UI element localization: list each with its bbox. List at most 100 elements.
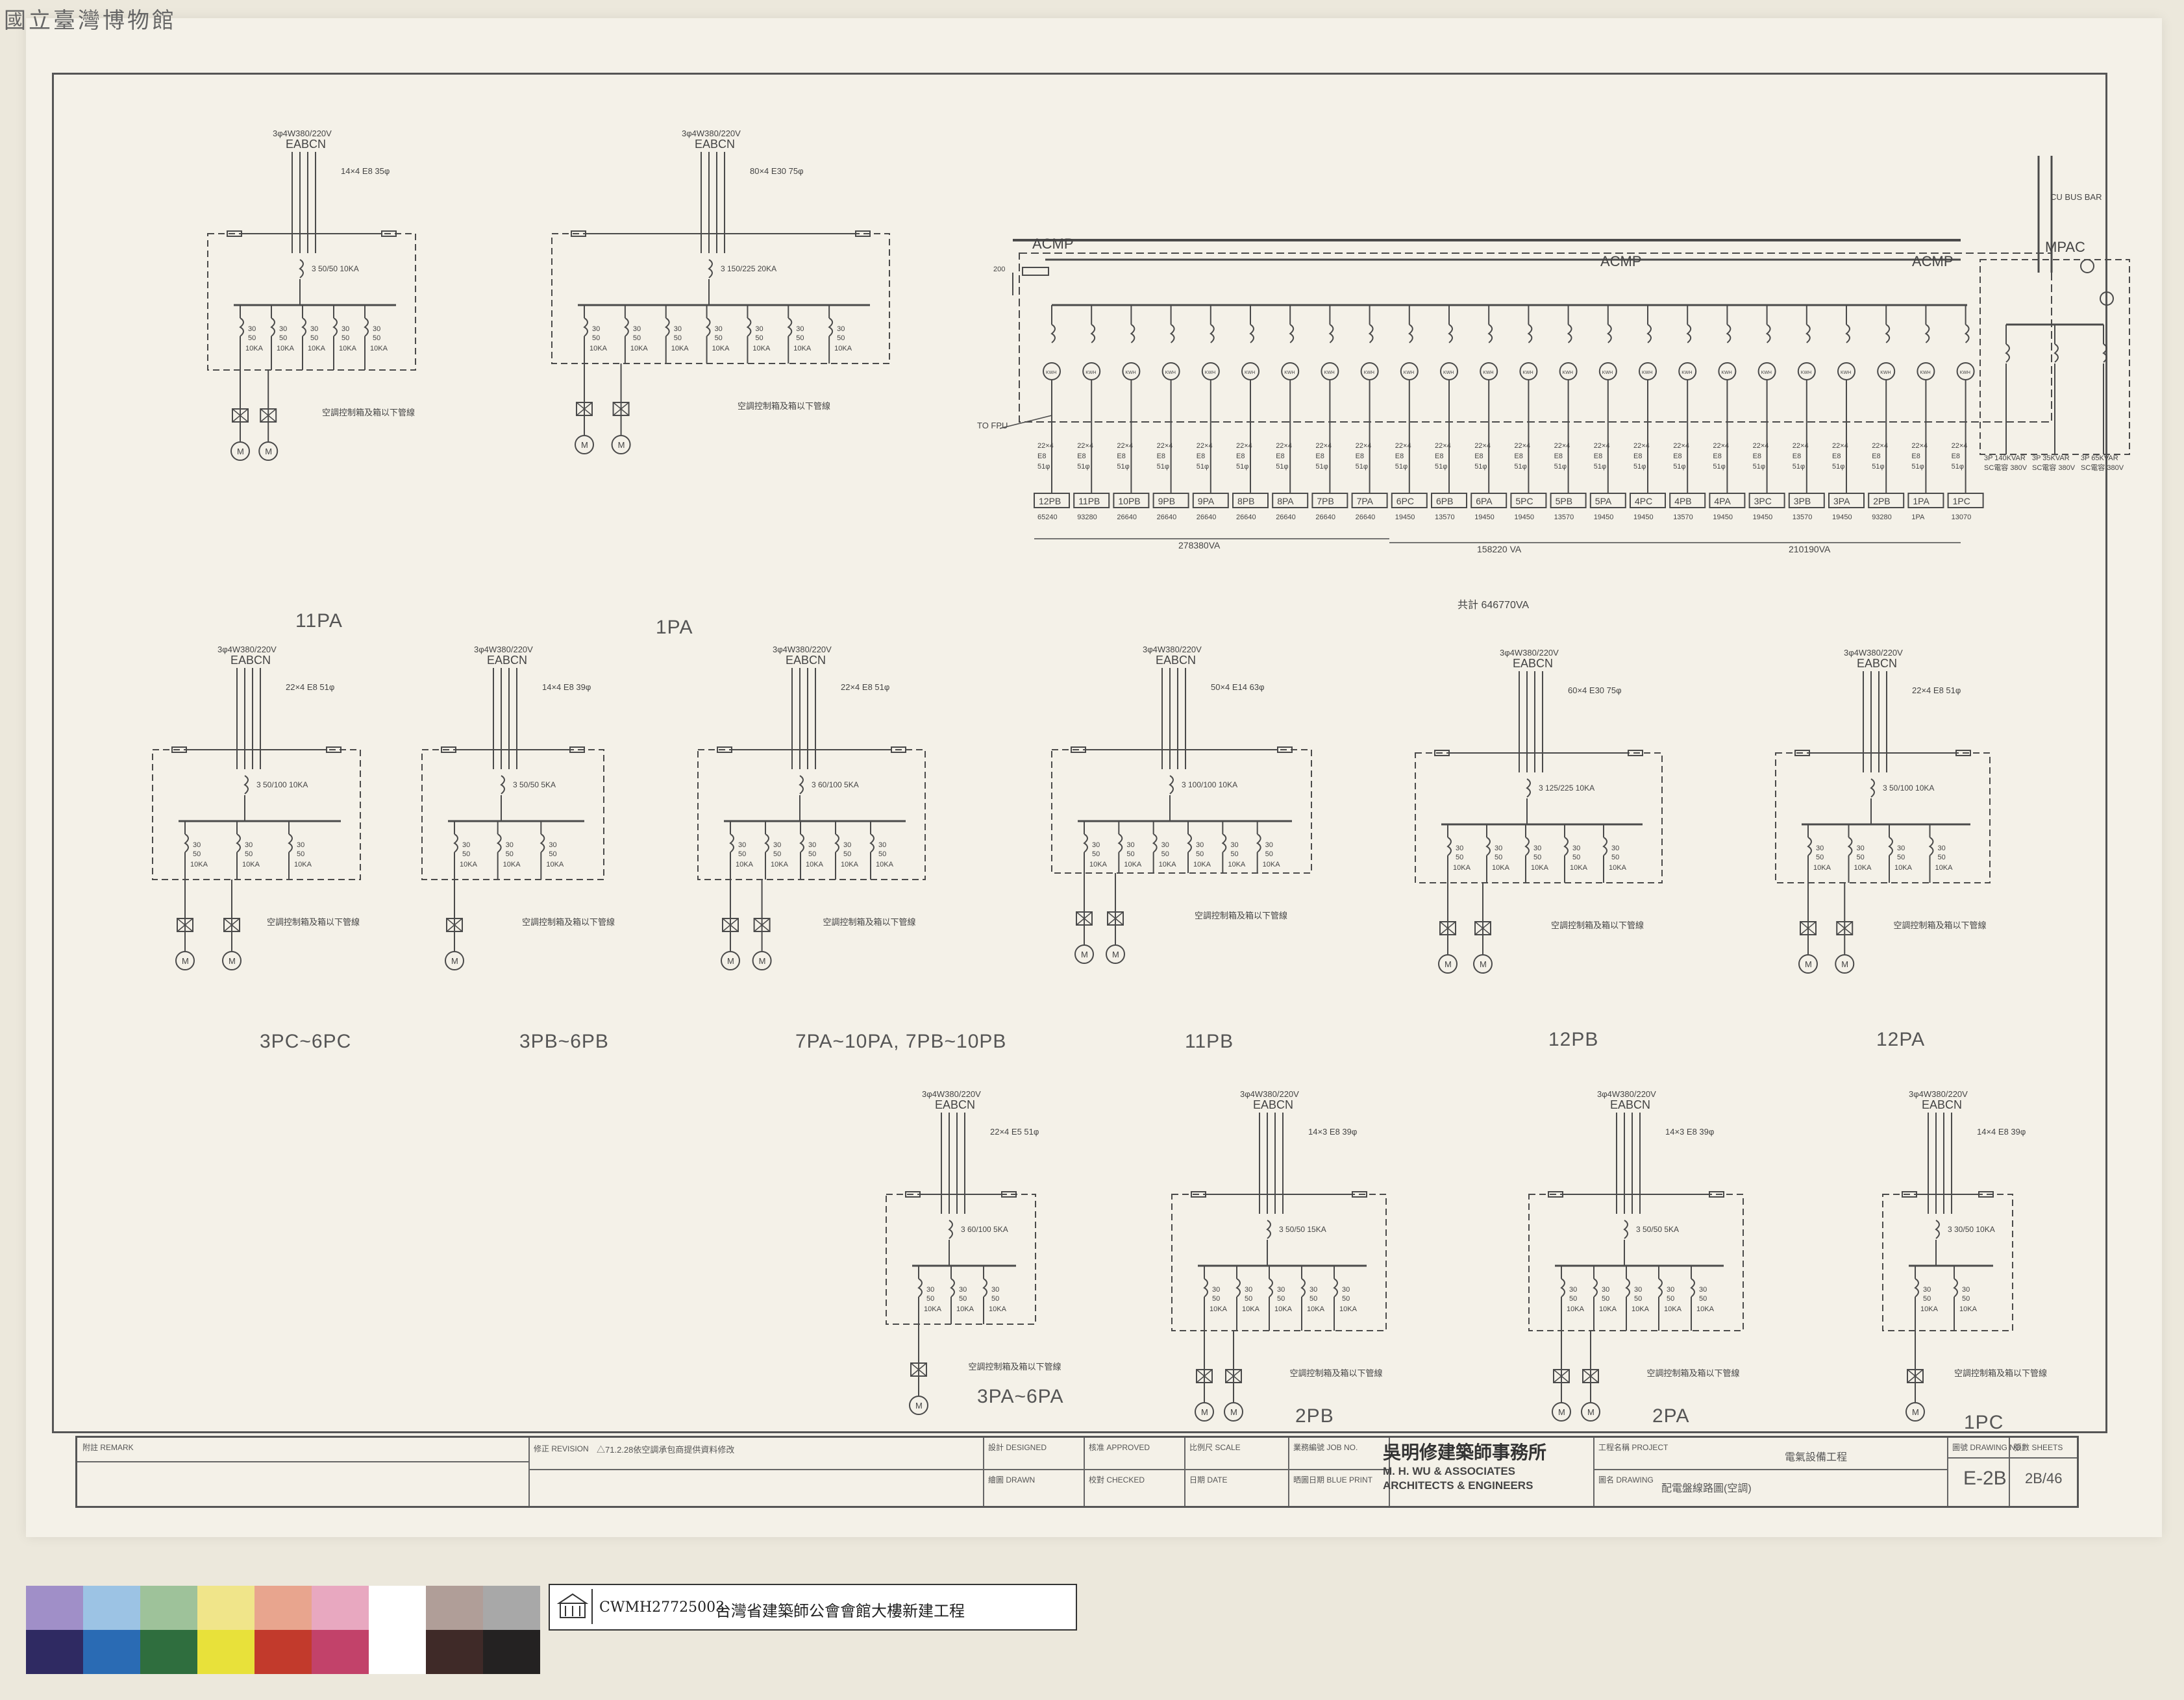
branch-box-label: 3PC <box>1754 496 1772 506</box>
branch-rating: 10KA <box>1274 1305 1293 1313</box>
panel-label-3PB-6PB: 3PB~6PB <box>519 1031 609 1052</box>
branch-rating: 10KA <box>712 345 730 352</box>
color-swatch <box>197 1630 254 1674</box>
branch-cable: 51φ <box>1793 463 1805 471</box>
branch-rating: 10KA <box>806 861 824 868</box>
disconnect-cross <box>1107 911 1124 926</box>
branch-rating: 10KA <box>752 345 771 352</box>
disconnect-cross <box>754 918 771 932</box>
kwh-label: KWH <box>1721 371 1731 375</box>
branch-box <box>1351 493 1388 508</box>
motor-symbol <box>575 435 594 454</box>
branch-breaker <box>1928 837 1934 856</box>
branch-cable: 51φ <box>1395 463 1408 471</box>
branch-cable: 51φ <box>1594 463 1606 471</box>
motor-symbol <box>909 1396 928 1415</box>
branch-load-va: 93280 <box>1872 513 1892 521</box>
branch-load-va: 19450 <box>1514 513 1534 521</box>
branch-rating: 10KA <box>1632 1305 1650 1313</box>
disconnect-cross <box>1907 1369 1924 1383</box>
branch-box <box>1232 493 1269 508</box>
branch-box-label: 9PB <box>1158 496 1175 506</box>
motor-symbol <box>1074 944 1094 964</box>
acmp-breaker <box>1765 324 1771 343</box>
motor-letter: M <box>1081 950 1088 959</box>
feeder-rating: 3φ4W380/220V <box>217 645 277 654</box>
branch-breaker <box>746 317 752 337</box>
branch-breaker <box>1268 1278 1273 1298</box>
ac-note: 空調控制箱及箱以下管線 <box>1894 920 1987 930</box>
branch-rating: 50 <box>808 850 816 858</box>
kwh-label: KWH <box>1125 371 1135 375</box>
branch-rating: 50 <box>837 334 845 342</box>
branch-rating: 10KA <box>1339 1305 1358 1313</box>
disconnect-cross <box>177 918 193 932</box>
disconnect-box <box>177 918 193 932</box>
kwh-label: KWH <box>1841 371 1851 375</box>
branch-breaker <box>729 833 734 853</box>
branch-rating: 50 <box>279 334 287 342</box>
motor-letter: M <box>915 1401 923 1411</box>
branch-breaker <box>787 317 793 337</box>
grand-total: 共計 646770VA <box>1458 600 1529 611</box>
branch-rating: 30 <box>1533 844 1541 852</box>
acmp-label-3: ACMP <box>1912 253 1954 269</box>
branch-cable: E8 <box>1633 452 1642 460</box>
branch-rating: 10KA <box>245 345 264 352</box>
branch-cable: 22×4 <box>1713 442 1729 450</box>
drawing-label: 圖名 DRAWING <box>1598 1475 1654 1484</box>
branch-cable: 51φ <box>1554 463 1567 471</box>
feeder-phases: EABCN <box>1513 657 1553 670</box>
firm-name-zh: 吳明修建築師事務所 <box>1383 1442 1547 1463</box>
branch-breaker <box>1625 1278 1630 1298</box>
feeder-phases: EABCN <box>1156 654 1196 667</box>
motor-symbol <box>752 951 772 970</box>
branch-cable: 51φ <box>1911 463 1924 471</box>
branch-breaker <box>1888 837 1893 856</box>
date-label: 日期 DATE <box>1189 1475 1228 1484</box>
branch-rating: 50 <box>633 334 641 342</box>
panel-enclosure <box>697 749 926 880</box>
ammeter-icon <box>2100 291 2114 306</box>
branch-cable: 22×4 <box>1952 442 1968 450</box>
disconnect-box <box>612 402 630 416</box>
kwh-label: KWH <box>1880 371 1891 375</box>
drawn-label: 繪圖 DRAWN <box>988 1475 1036 1484</box>
motor-symbol <box>258 441 279 461</box>
branch-rating: 10KA <box>1531 864 1549 872</box>
motor-letter: M <box>182 956 189 966</box>
branch-cable: 22×4 <box>1077 442 1093 450</box>
branch-box-label: 6PC <box>1396 496 1414 506</box>
branch-box-label: 10PB <box>1118 496 1140 506</box>
branch-cable: 22×4 <box>1594 442 1610 450</box>
ac-note: 空調控制箱及箱以下管線 <box>738 401 830 411</box>
disconnect-box <box>260 408 277 423</box>
mpac-item-3: 3P 65KVAR SC電容 380V <box>2081 454 2124 472</box>
main-breaker-rating: 3 150/225 20KA <box>721 264 776 273</box>
branch-cable: 51φ <box>1713 463 1725 471</box>
branch-breaker <box>1593 1278 1598 1298</box>
disconnect-cross <box>223 918 240 932</box>
branch-rating: 10KA <box>1089 861 1108 868</box>
branch-rating: 50 <box>843 850 851 858</box>
ac-note: 空調控制箱及箱以下管線 <box>522 917 615 927</box>
branch-breaker <box>288 833 293 853</box>
firm-name-en-2: ARCHITECTS & ENGINEERS <box>1383 1479 1533 1492</box>
disconnect-box <box>232 408 249 423</box>
branch-rating: 10KA <box>190 861 208 868</box>
title-block: 附註 REMARK 修正 REVISION △71.2.28依空調承包商提供資料… <box>75 1436 2079 1508</box>
branch-rating: 50 <box>506 850 514 858</box>
main-breaker-rating: 3 50/50 5KA <box>1636 1225 1679 1234</box>
branch-rating: 10KA <box>1599 1305 1617 1313</box>
kwh-label: KWH <box>1801 371 1811 375</box>
branch-rating: 50 <box>193 850 201 858</box>
branch-rating: 30 <box>1938 844 1946 852</box>
branch-cable: E8 <box>1315 452 1324 460</box>
motor-letter: M <box>1805 959 1812 969</box>
branch-rating: 30 <box>837 325 845 333</box>
branch-breaker <box>184 833 189 853</box>
branch-breaker <box>1807 837 1812 856</box>
main-breaker-rating: 3 50/50 5KA <box>513 780 556 789</box>
branch-box-label: 7PB <box>1317 496 1334 506</box>
kwh-label: KWH <box>1165 371 1176 375</box>
